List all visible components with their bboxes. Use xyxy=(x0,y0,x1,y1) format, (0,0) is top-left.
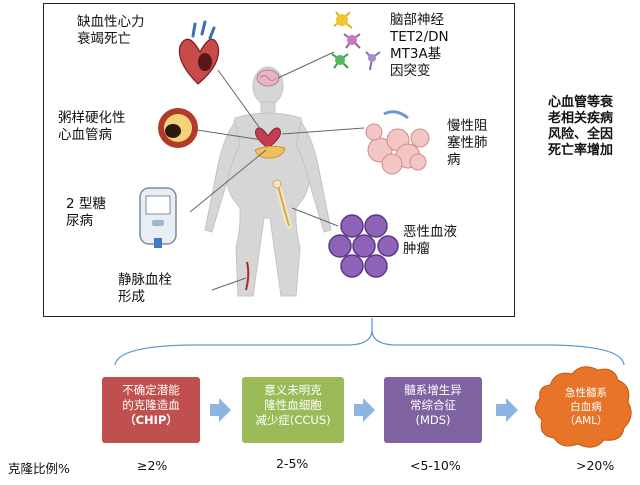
label-line: 2 型糖 xyxy=(66,196,106,213)
label-vte: 静脉血栓 形成 xyxy=(118,272,172,306)
label-line: 恶性血液 xyxy=(403,224,457,241)
heart-failure-icon xyxy=(179,22,218,84)
stage-line: 白血病 xyxy=(550,400,622,414)
label-line: 因突变 xyxy=(390,63,449,80)
side-note-line: 死亡率增加 xyxy=(548,143,613,159)
blood-cancer-cells-icon xyxy=(329,215,398,277)
stage-ccus-box: 意义未明克 隆性血细胞 减少症(CCUS) xyxy=(242,377,344,443)
lung-alveoli-icon xyxy=(366,112,429,174)
side-note-line: 心血管等衰 xyxy=(548,95,613,111)
side-note-line: 风险、全因 xyxy=(548,127,613,143)
stage-line: 不确定潜能 xyxy=(102,383,200,398)
stage-line: （CHIP） xyxy=(102,413,200,428)
label-line: TET2/DN xyxy=(390,29,449,46)
label-line: 慢性阻 xyxy=(447,118,488,135)
stage-bracket xyxy=(115,318,624,365)
stage-chip-box: 不确定潜能 的克隆造血 （CHIP） xyxy=(102,377,200,443)
label-brain-mutation: 脑部神经 TET2/DN MT3A基 因突变 xyxy=(390,12,449,80)
brain-icon xyxy=(257,70,279,86)
stage-mds-box: 髓系增生异 常综合征 (MDS) xyxy=(384,377,482,443)
label-line: 塞性肺 xyxy=(447,135,488,152)
label-line: 脑部神经 xyxy=(390,12,449,29)
clone-value-aml: >20% xyxy=(576,458,614,473)
stage-line: 髓系增生异 xyxy=(384,383,482,398)
label-line: 病 xyxy=(447,152,488,169)
label-line: MT3A基 xyxy=(390,46,449,63)
stage-line: 隆性血细胞 xyxy=(242,398,344,413)
label-blood-cancer: 恶性血液 肿瘤 xyxy=(403,224,457,258)
stage-line: 的克隆造血 xyxy=(102,398,200,413)
stage-line: （AML） xyxy=(550,414,622,428)
side-note-line: 老相关疾病 xyxy=(548,111,613,127)
arrow-icon xyxy=(210,398,231,422)
arrow-icon xyxy=(354,398,375,422)
label-line: 尿病 xyxy=(66,213,106,230)
label-line: 心血管病 xyxy=(58,127,126,144)
human-body-figure xyxy=(205,67,331,296)
label-line: 静脉血栓 xyxy=(118,272,172,289)
label-line: 缺血性心力 xyxy=(77,14,145,31)
label-line: 衰竭死亡 xyxy=(77,31,145,48)
clone-value-mds: <5-10% xyxy=(410,458,461,473)
label-line: 肿瘤 xyxy=(403,241,457,258)
label-copd: 慢性阻 塞性肺 病 xyxy=(447,118,488,169)
stage-aml-box: 急性髓系 白血病 （AML） xyxy=(550,384,622,436)
side-note: 心血管等衰 老相关疾病 风险、全因 死亡率增加 xyxy=(548,95,613,159)
stage-line: 常综合征 xyxy=(384,398,482,413)
stage-line: 减少症(CCUS) xyxy=(242,413,344,428)
stage-line: 急性髓系 xyxy=(550,386,622,400)
arrow-icon xyxy=(496,398,518,422)
label-line: 形成 xyxy=(118,289,172,306)
label-atherosclerosis: 粥样硬化性 心血管病 xyxy=(58,110,126,144)
artery-plaque-icon xyxy=(158,108,198,148)
neuron-cells-icon xyxy=(332,12,380,70)
label-heart-failure: 缺血性心力 衰竭死亡 xyxy=(77,14,145,48)
clone-proportion-label: 克隆比例% xyxy=(8,458,70,477)
clone-value-chip: ≥2% xyxy=(137,458,167,473)
label-line: 粥样硬化性 xyxy=(58,110,126,127)
stage-line: (MDS) xyxy=(384,413,482,428)
stage-line: 意义未明克 xyxy=(242,383,344,398)
clone-value-ccus: 2-5% xyxy=(276,456,308,471)
label-diabetes: 2 型糖 尿病 xyxy=(66,196,106,230)
glucometer-icon xyxy=(140,188,176,248)
